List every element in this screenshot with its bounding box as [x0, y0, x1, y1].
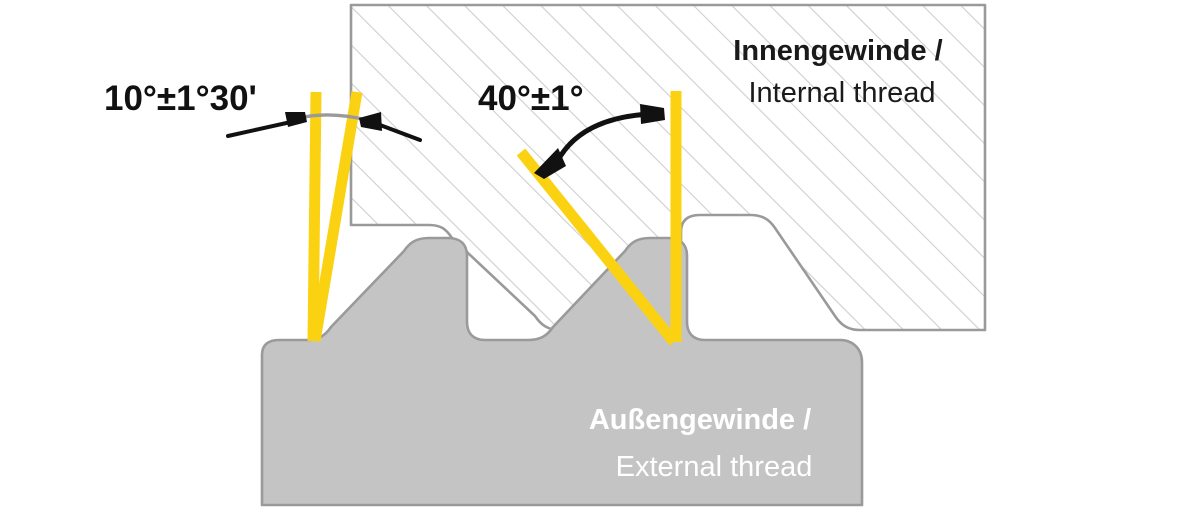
flank-angle-large-label: 40°±1°: [478, 79, 584, 118]
dimension-arrows-40deg: [534, 104, 665, 179]
flank-marker-group-10deg: [307, 91, 363, 342]
internal-thread-label-de: Innengewinde /: [733, 35, 942, 67]
external-thread-label-en: External thread: [616, 451, 813, 483]
flank-marker-group-40deg: [516, 91, 682, 346]
dimension-arrows-10deg: [226, 112, 422, 142]
flank-marker-inclined-40deg: [516, 148, 679, 346]
flank-marker-reference-vertical: [307, 91, 322, 342]
flank-angle-small-label: 10°±1°30': [104, 79, 257, 118]
external-thread-label-de: Außengewinde /: [589, 404, 811, 436]
flank-marker-inclined-10deg: [309, 91, 363, 342]
internal-thread-label-en: Internal thread: [748, 77, 935, 109]
